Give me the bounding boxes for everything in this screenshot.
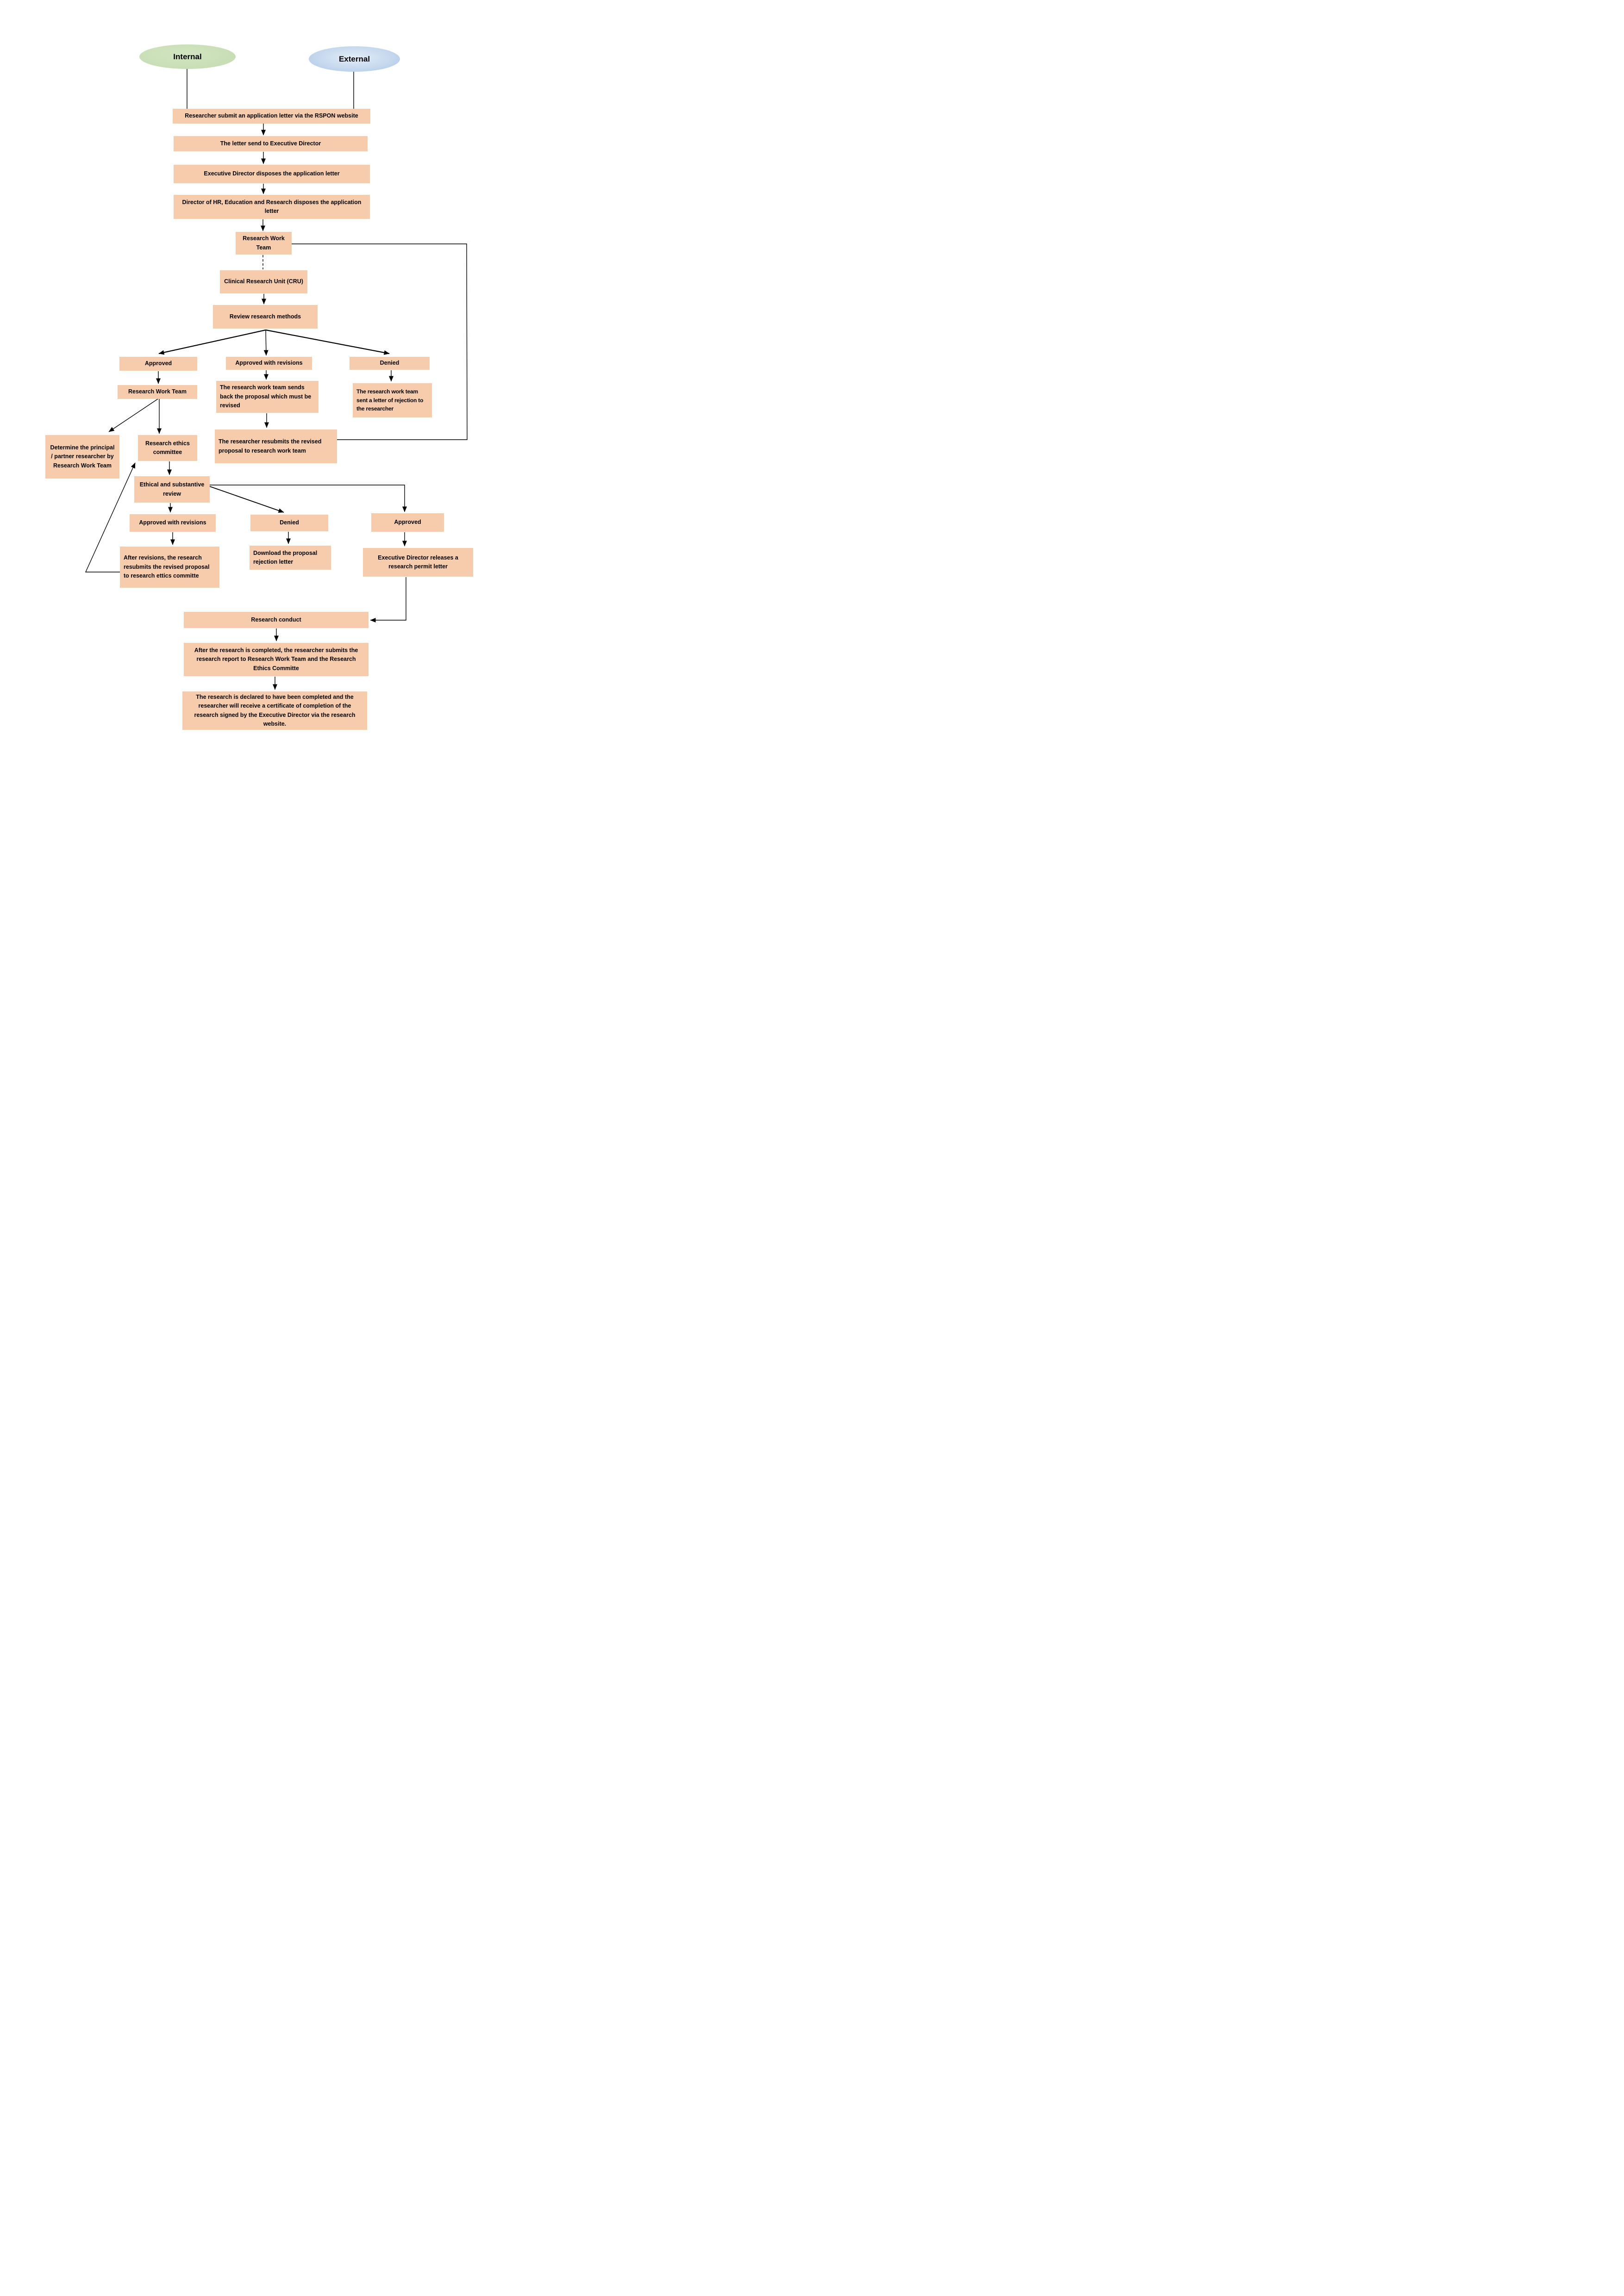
step-rejection-letter: The research work team sent a letter of …	[353, 383, 432, 417]
arrow-review-to-approved1	[158, 329, 266, 355]
step-research-ethics-committee: Research ethics committee	[138, 435, 197, 461]
outcome-approved-with-revisions-2: Approved with revisions	[130, 514, 216, 532]
step-submit-report: After the research is completed, the res…	[184, 643, 369, 676]
step-permit-letter: Executive Director releases a research p…	[363, 548, 473, 577]
step-clinical-research-unit: Clinical Research Unit (CRU)	[220, 270, 307, 293]
arrow-permit-to-conduct	[370, 577, 406, 622]
loop-resubmit-to-rwt	[292, 243, 468, 440]
source-external-label: External	[338, 54, 370, 63]
flowchart-connectors	[85, 69, 468, 690]
step-research-work-team: Research Work Team	[236, 232, 292, 255]
outcome-denied-2: Denied	[250, 515, 328, 531]
outcome-approved-with-revisions-1: Approved with revisions	[226, 357, 312, 370]
outcome-approved-2: Approved	[371, 513, 444, 532]
step-submit-application: Researcher submit an application letter …	[173, 109, 370, 124]
step-research-declared-complete: The research is declared to have been co…	[182, 691, 367, 730]
step-hr-disposes: Director of HR, Education and Research d…	[174, 195, 370, 219]
arrow-review-to-denied1	[265, 329, 390, 355]
step-download-rejection-letter: Download the proposal rejection letter	[250, 546, 331, 570]
step-resubmit-proposal: The researcher resubmits the revised pro…	[215, 429, 337, 463]
arrow-rwt2-to-determine	[108, 398, 158, 432]
step-review-research-methods: Review research methods	[213, 305, 318, 329]
arrow-ethical-to-denied2	[209, 486, 284, 513]
step-research-conduct: Research conduct	[184, 612, 369, 628]
step-sends-back-proposal: The research work team sends back the pr…	[216, 381, 319, 413]
step-after-revisions-resubmit: After revisions, the research resubmits …	[120, 547, 219, 588]
step-research-work-team-2: Research Work Team	[118, 385, 197, 399]
step-determine-researcher: Determine the principal / partner resear…	[45, 435, 119, 479]
source-external-ellipse: External	[309, 46, 400, 72]
flowchart-page: Internal External Researcher submit an a…	[0, 0, 541, 765]
step-letter-sent: The letter send to Executive Director	[174, 136, 368, 151]
outcome-approved-1: Approved	[119, 357, 197, 371]
source-internal-ellipse: Internal	[139, 44, 236, 69]
loop-afterrev-to-ethics	[85, 462, 136, 572]
arrow-ethical-to-approved2	[210, 485, 407, 512]
source-internal-label: Internal	[173, 52, 202, 61]
outcome-denied-1: Denied	[350, 357, 430, 370]
step-ed-disposes: Executive Director disposes the applicat…	[174, 165, 370, 183]
step-ethical-substantive-review: Ethical and substantive review	[134, 476, 210, 503]
